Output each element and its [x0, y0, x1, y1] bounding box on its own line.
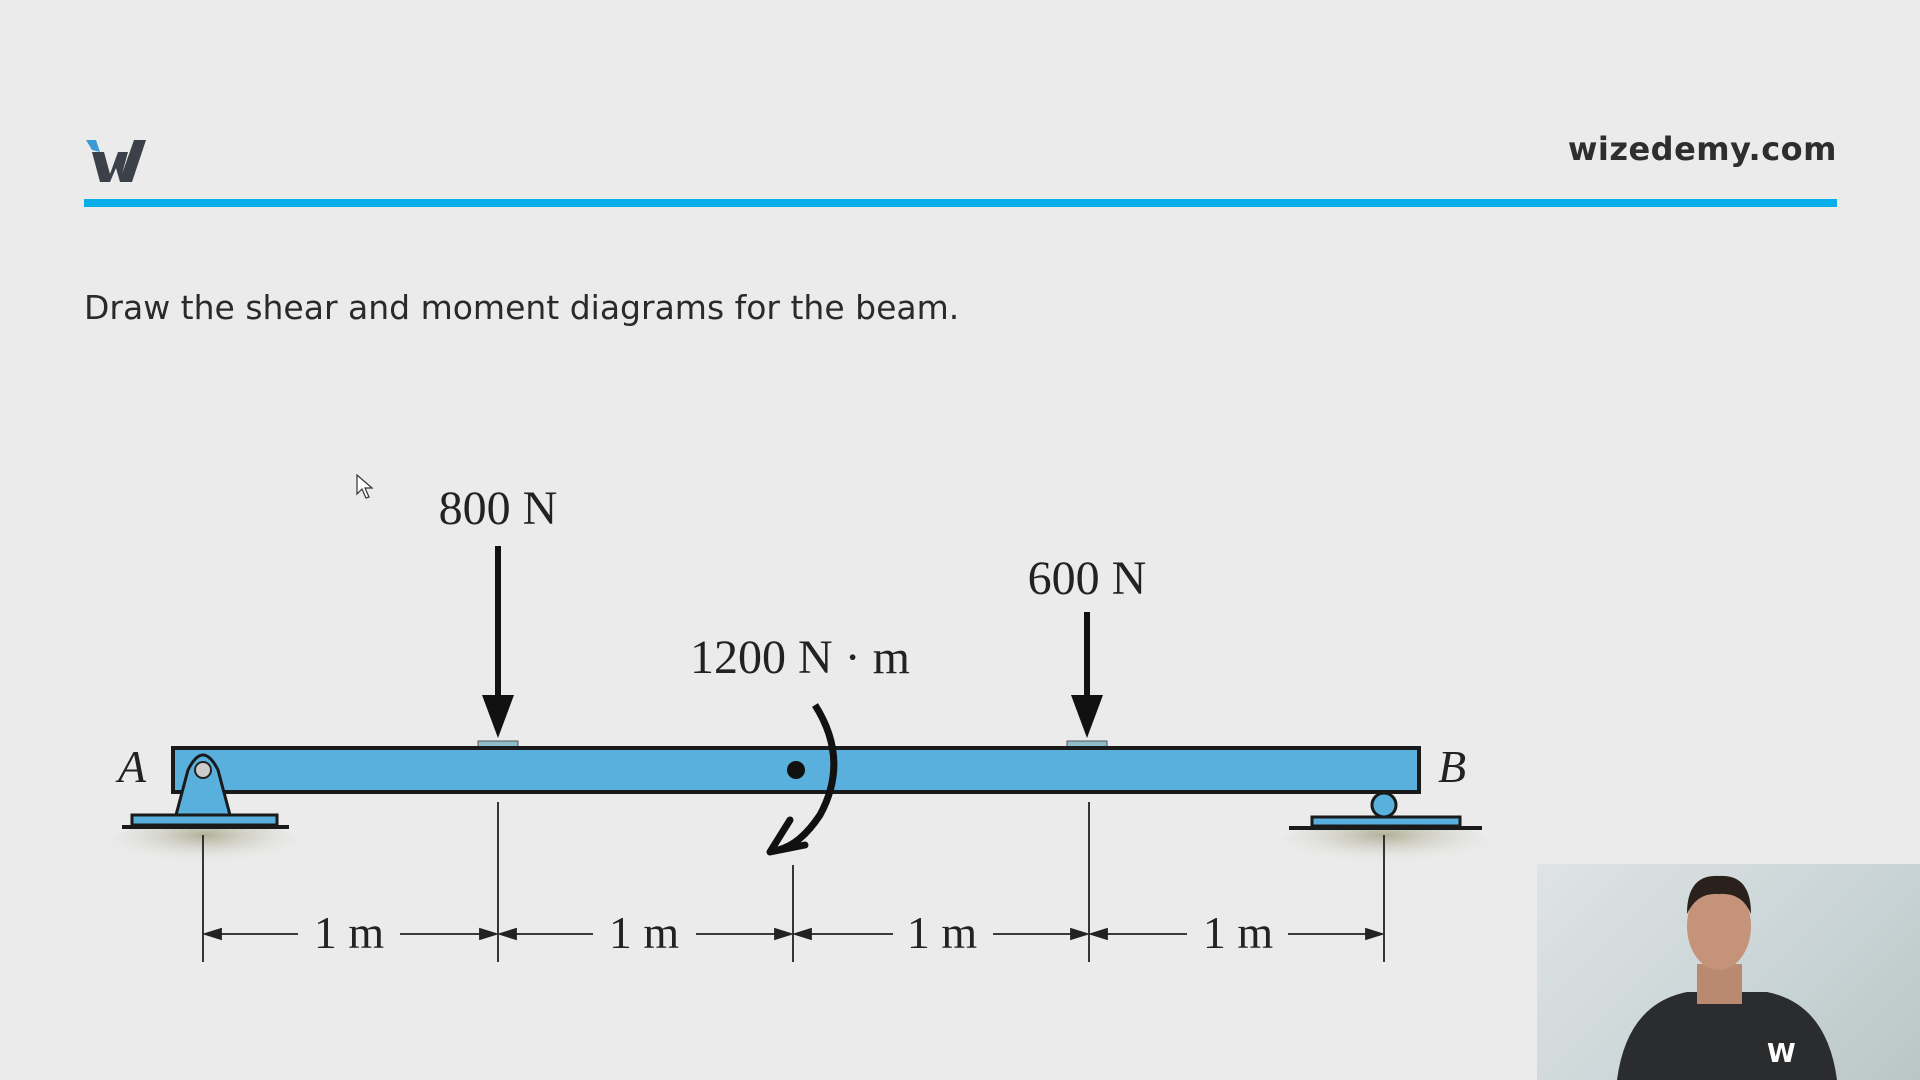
presenter-video: W [1617, 875, 1837, 1080]
shirt-logo: W [1767, 1039, 1796, 1069]
ground-right [1280, 820, 1490, 870]
dimension-label-4: 1 m [1203, 907, 1274, 958]
mouse-cursor-icon [356, 474, 374, 499]
site-url[interactable]: wizedemy.com [1567, 130, 1837, 168]
wizedemy-logo [86, 140, 146, 182]
moment-label: 1200 N · m [690, 631, 910, 684]
couple-moment-1200 [766, 703, 838, 856]
load-label-800: 800 N [439, 482, 558, 535]
webcam-overlay: W [1537, 864, 1920, 1080]
roller-support-b [1289, 791, 1482, 830]
load-label-600: 600 N [1028, 552, 1147, 605]
point-load-600 [1071, 612, 1103, 738]
dimension-label-1: 1 m [314, 907, 385, 958]
dimension-lines [201, 802, 1386, 962]
point-load-800 [482, 546, 514, 738]
problem-statement: Draw the shear and moment diagrams for t… [84, 288, 960, 327]
dimension-label-2: 1 m [609, 907, 680, 958]
dimension-label-3: 1 m [907, 907, 978, 958]
support-label-b: B [1438, 741, 1466, 792]
support-label-a: A [115, 741, 147, 792]
header-divider [84, 199, 1837, 207]
pin-support-a [122, 753, 289, 829]
ground-left [110, 820, 300, 870]
